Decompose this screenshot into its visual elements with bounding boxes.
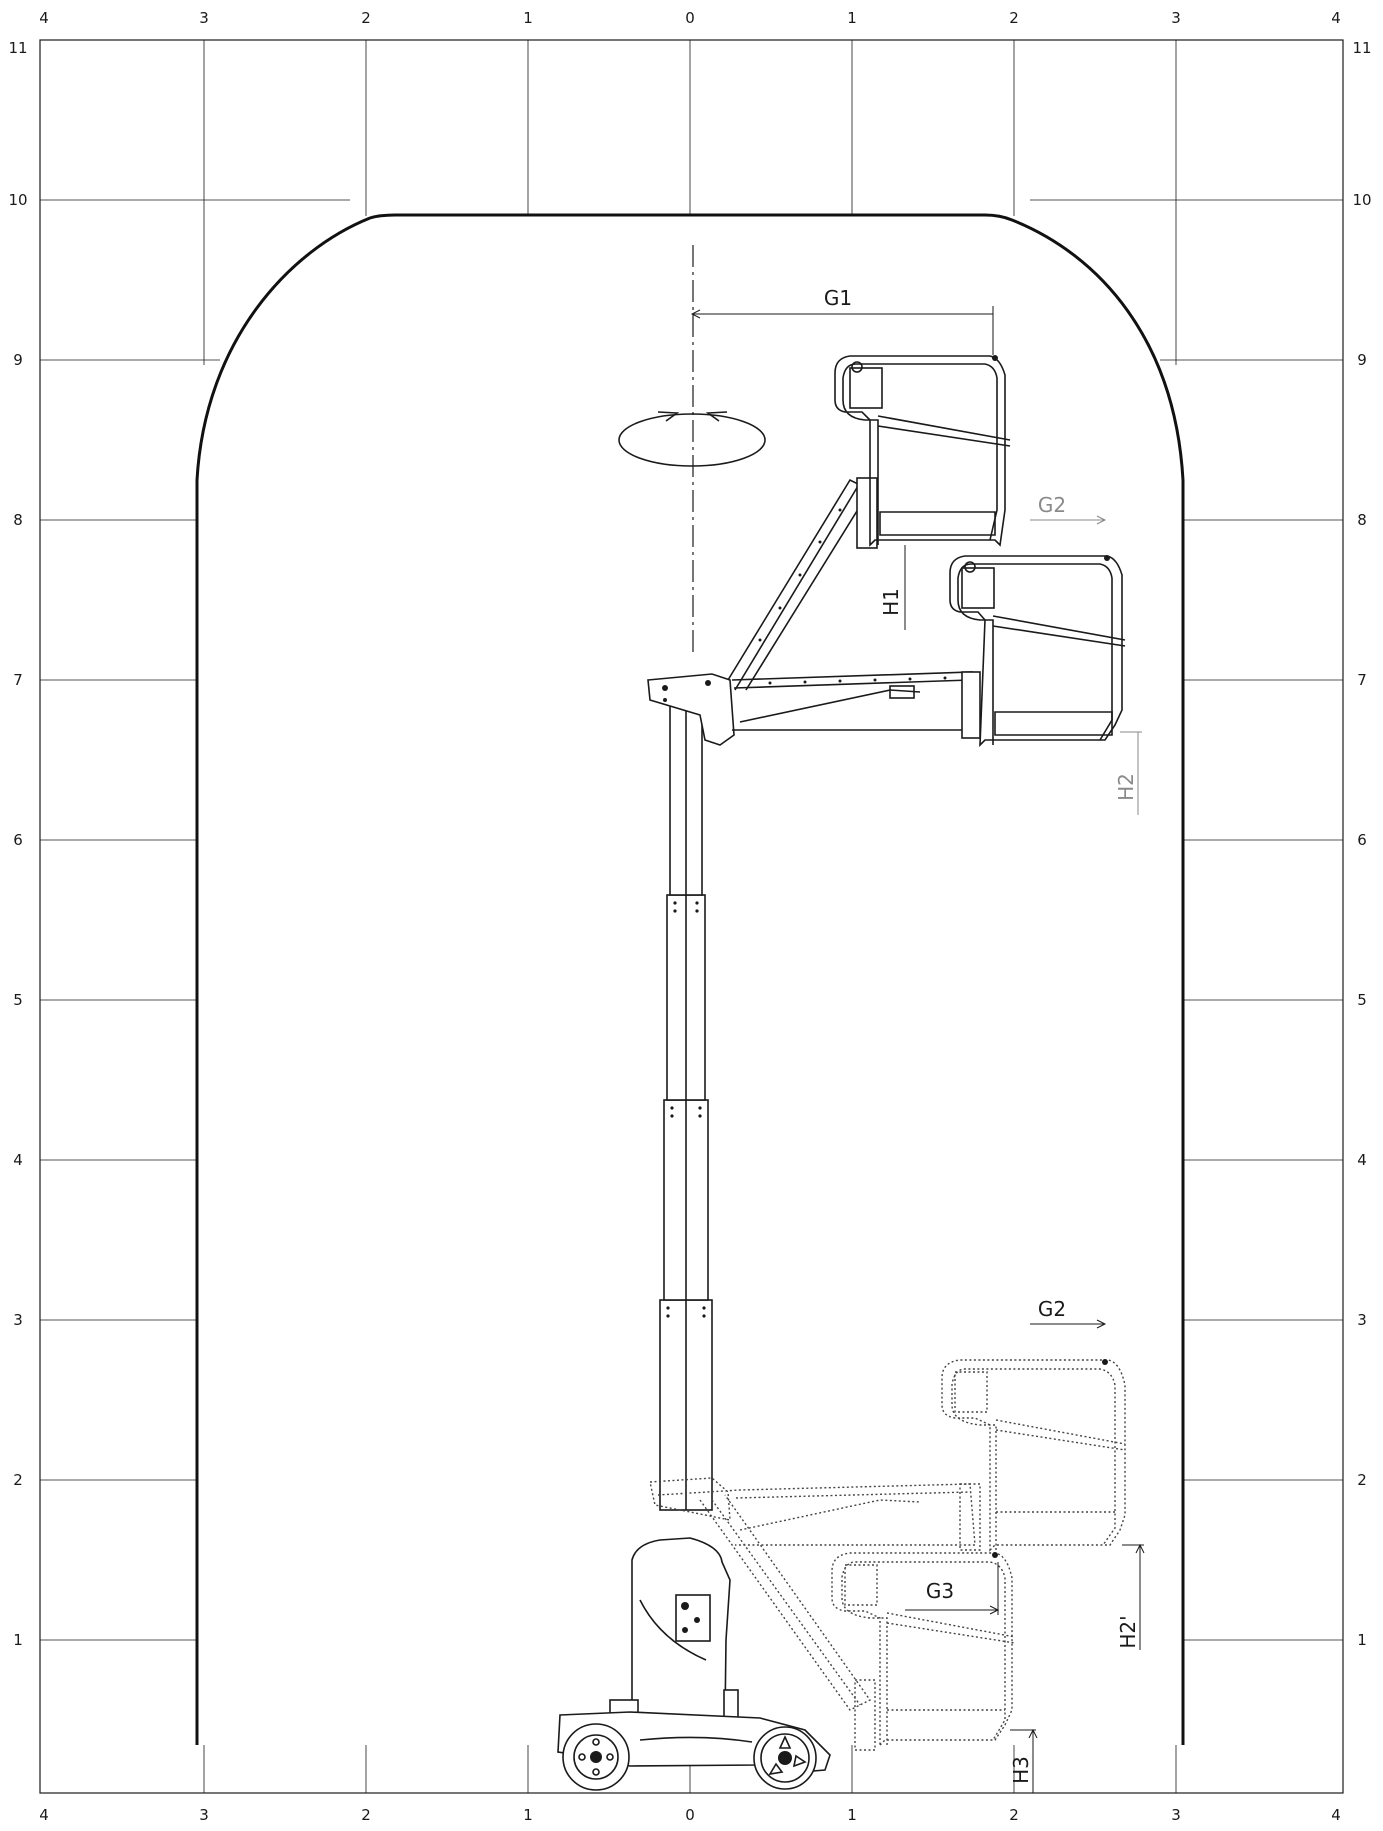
left-tick: 8 — [13, 511, 23, 529]
working-envelope — [195, 213, 1185, 1745]
label-h2-prime: H2' — [1116, 1615, 1140, 1648]
top-tick: 1 — [523, 9, 533, 27]
label-g2-upper: G2 — [1038, 493, 1066, 517]
left-tick: 6 — [13, 831, 23, 849]
bottom-tick: 1 — [523, 1806, 533, 1824]
right-tick: 8 — [1357, 511, 1367, 529]
rotation-arrows-icon — [618, 411, 766, 467]
top-tick: 0 — [685, 9, 695, 27]
top-tick: 3 — [1171, 9, 1181, 27]
bottom-tick: 2 — [1009, 1806, 1019, 1824]
left-tick: 4 — [13, 1151, 23, 1169]
left-tick: 5 — [13, 991, 23, 1009]
right-tick: 11 — [1352, 39, 1371, 57]
dimension-g3: G3 — [905, 1562, 1000, 1615]
right-ticks: 11 10 9 8 7 6 5 4 3 2 1 — [1352, 39, 1371, 1649]
left-tick: 9 — [13, 351, 23, 369]
top-ticks: 4 3 2 1 0 1 2 3 4 — [39, 9, 1341, 27]
bottom-tick: 0 — [685, 1806, 695, 1824]
top-tick: 3 — [199, 9, 209, 27]
mast-head — [647, 673, 735, 746]
left-tick: 2 — [13, 1471, 23, 1489]
right-tick: 5 — [1357, 991, 1367, 1009]
right-tick: 1 — [1357, 1631, 1367, 1649]
top-tick: 1 — [847, 9, 857, 27]
lower-platform-high — [941, 1359, 1126, 1552]
bottom-tick: 3 — [1171, 1806, 1181, 1824]
label-g1: G1 — [824, 286, 852, 310]
label-h2: H2 — [1114, 773, 1138, 801]
top-tick: 4 — [39, 9, 49, 27]
bottom-tick: 2 — [361, 1806, 371, 1824]
diagram-frame — [39, 39, 1344, 1794]
bottom-tick: 4 — [39, 1806, 49, 1824]
grid — [40, 40, 1343, 1793]
bottom-tick: 4 — [1331, 1806, 1341, 1824]
bottom-tick: 1 — [847, 1806, 857, 1824]
right-tick: 10 — [1352, 191, 1371, 209]
bottom-tick: 3 — [199, 1806, 209, 1824]
left-tick: 3 — [13, 1311, 23, 1329]
right-tick: 7 — [1357, 671, 1367, 689]
label-g2-lower: G2 — [1038, 1297, 1066, 1321]
front-wheel-icon — [753, 1726, 817, 1790]
dimension-h1: H1 — [879, 545, 906, 630]
top-tick: 4 — [1331, 9, 1341, 27]
right-tick: 4 — [1357, 1151, 1367, 1169]
dimension-h3: H3 — [1009, 1728, 1038, 1793]
label-h3: H3 — [1009, 1756, 1033, 1784]
left-tick: 10 — [8, 191, 27, 209]
top-tick: 2 — [361, 9, 371, 27]
upper-platform-lowered — [949, 555, 1126, 748]
right-tick: 3 — [1357, 1311, 1367, 1329]
dimension-g2-upper: G2 — [1030, 493, 1107, 525]
mast — [659, 704, 713, 1511]
lower-platform-low — [831, 1552, 1016, 1747]
bottom-ticks: 4 3 2 1 0 1 2 3 4 — [39, 1806, 1341, 1824]
lower-boom-stowed — [649, 1477, 981, 1751]
left-tick: 1 — [13, 1631, 23, 1649]
right-tick: 2 — [1357, 1471, 1367, 1489]
left-tick: 7 — [13, 671, 23, 689]
label-g3: G3 — [926, 1579, 954, 1603]
right-tick: 9 — [1357, 351, 1367, 369]
right-tick: 6 — [1357, 831, 1367, 849]
label-h1: H1 — [879, 588, 903, 616]
dimension-h2: H2 — [1114, 731, 1142, 815]
left-tick: 11 — [8, 39, 27, 57]
left-ticks: 11 10 9 8 7 6 5 4 3 2 1 — [8, 39, 27, 1649]
upper-boom-extended — [727, 477, 981, 739]
rear-wheel-icon — [562, 1723, 630, 1791]
dimension-g2-lower: G2 — [1030, 1297, 1107, 1329]
upper-platform-high — [834, 355, 1011, 547]
dimension-g1: G1 — [690, 286, 994, 355]
dimension-h2-prime: H2' — [1116, 1543, 1145, 1650]
top-tick: 2 — [1009, 9, 1019, 27]
